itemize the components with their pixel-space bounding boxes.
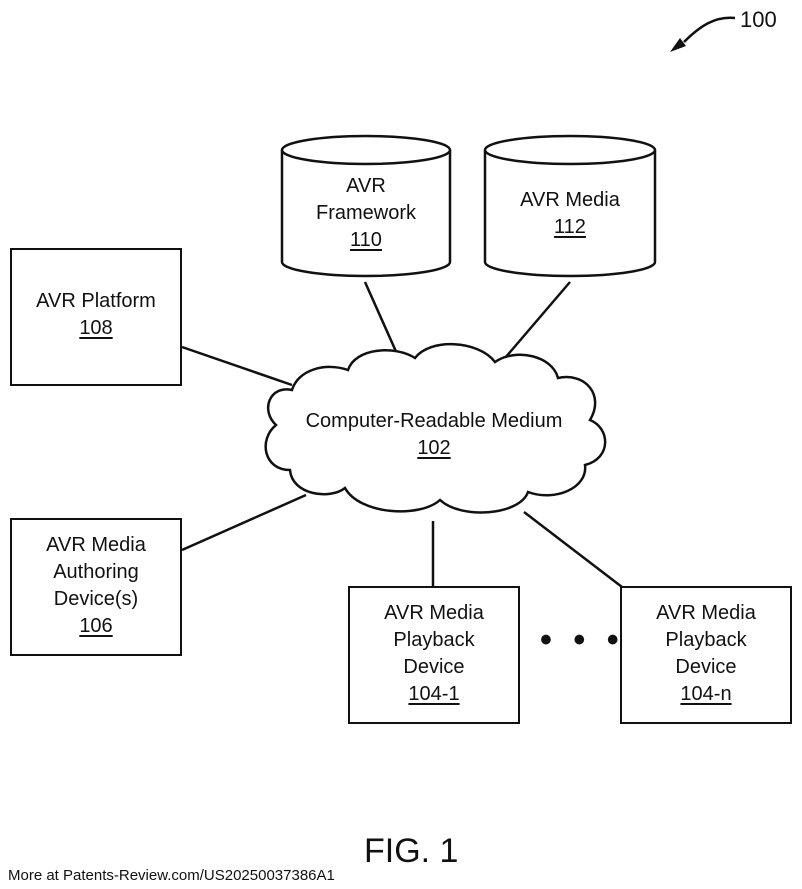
- playback1-title-line1: AVR Media: [348, 600, 520, 627]
- framework-ref: 110: [282, 227, 450, 254]
- playback1-title-line2: Playback: [348, 627, 520, 654]
- network-label: Computer-Readable Medium 102: [276, 408, 592, 462]
- playbackn-title-line2: Playback: [620, 627, 792, 654]
- playback1-label: AVR Media Playback Device 104-1: [348, 600, 520, 708]
- platform-ref: 108: [10, 315, 182, 342]
- authoring-title-line3: Device(s): [10, 586, 182, 613]
- authoring-ref: 106: [10, 613, 182, 640]
- connector-platform-network: [182, 347, 292, 385]
- media-ref: 112: [485, 214, 655, 241]
- framework-label: AVR Framework 110: [282, 173, 450, 254]
- connector-authoring-network: [182, 495, 306, 550]
- connector-framework-network: [365, 282, 398, 356]
- figure-reference-number: 100: [740, 6, 777, 33]
- authoring-title-line1: AVR Media: [10, 532, 182, 559]
- network-ref: 102: [276, 435, 592, 462]
- playbackn-label: AVR Media Playback Device 104-n: [620, 600, 792, 708]
- playbackn-ref: 104-n: [620, 681, 792, 708]
- source-footer: More at Patents-Review.com/US20250037386…: [8, 862, 335, 889]
- more-devices-ellipsis: • • •: [540, 627, 625, 654]
- authoring-label: AVR Media Authoring Device(s) 106: [10, 532, 182, 640]
- platform-title: AVR Platform: [10, 288, 182, 315]
- framework-title-line2: Framework: [282, 200, 450, 227]
- authoring-title-line2: Authoring: [10, 559, 182, 586]
- reference-arrow-100: [670, 18, 735, 52]
- framework-title-line1: AVR: [282, 173, 450, 200]
- playback1-ref: 104-1: [348, 681, 520, 708]
- playback1-title-line3: Device: [348, 654, 520, 681]
- connector-media-network: [505, 282, 570, 358]
- media-label: AVR Media 112: [485, 187, 655, 241]
- playbackn-title-line3: Device: [620, 654, 792, 681]
- platform-label: AVR Platform 108: [10, 288, 182, 342]
- figure-label: FIG. 1: [364, 838, 458, 865]
- network-title: Computer-Readable Medium: [276, 408, 592, 435]
- media-title: AVR Media: [485, 187, 655, 214]
- connector-playbackn-network: [524, 512, 622, 587]
- playbackn-title-line1: AVR Media: [620, 600, 792, 627]
